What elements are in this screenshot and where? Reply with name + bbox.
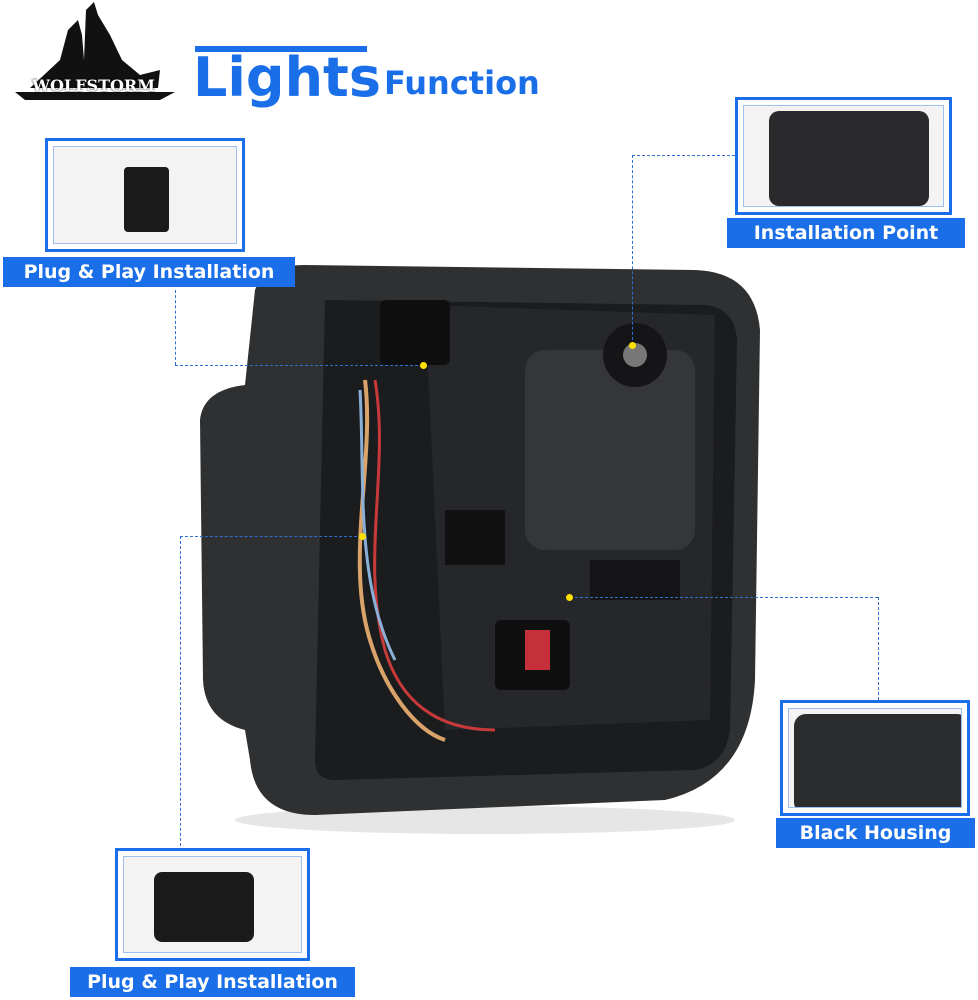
leader-line xyxy=(180,536,362,537)
inset-plug-bottom xyxy=(115,848,310,961)
marker-dot xyxy=(420,362,427,369)
brand-logo: WOLFSTORM xyxy=(10,0,180,105)
callout-black-housing: Black Housing xyxy=(776,818,975,848)
title-rule xyxy=(195,46,367,52)
marker-dot xyxy=(566,594,573,601)
wolf-logo-icon xyxy=(15,2,175,100)
marker-dot xyxy=(629,342,636,349)
logo-text: WOLFSTORM xyxy=(32,76,155,95)
leader-line xyxy=(878,597,879,700)
leader-line xyxy=(175,365,423,366)
leader-line xyxy=(632,155,735,156)
title-main: Lights xyxy=(193,46,381,109)
callout-plug-top: Plug & Play Installation xyxy=(3,257,295,287)
leader-line xyxy=(180,536,181,846)
callout-installation-point: Installation Point xyxy=(727,218,965,248)
inset-plug-top xyxy=(45,138,245,252)
inset-installation-point xyxy=(735,97,952,215)
callout-plug-bottom: Plug & Play Installation xyxy=(70,967,355,997)
mirror-housing-image xyxy=(200,265,760,834)
leader-line xyxy=(632,155,633,345)
leader-line xyxy=(175,290,176,365)
inset-black-housing xyxy=(780,700,970,816)
marker-dot xyxy=(359,533,366,540)
title-sub: Function xyxy=(384,64,540,102)
leader-line xyxy=(570,597,878,598)
